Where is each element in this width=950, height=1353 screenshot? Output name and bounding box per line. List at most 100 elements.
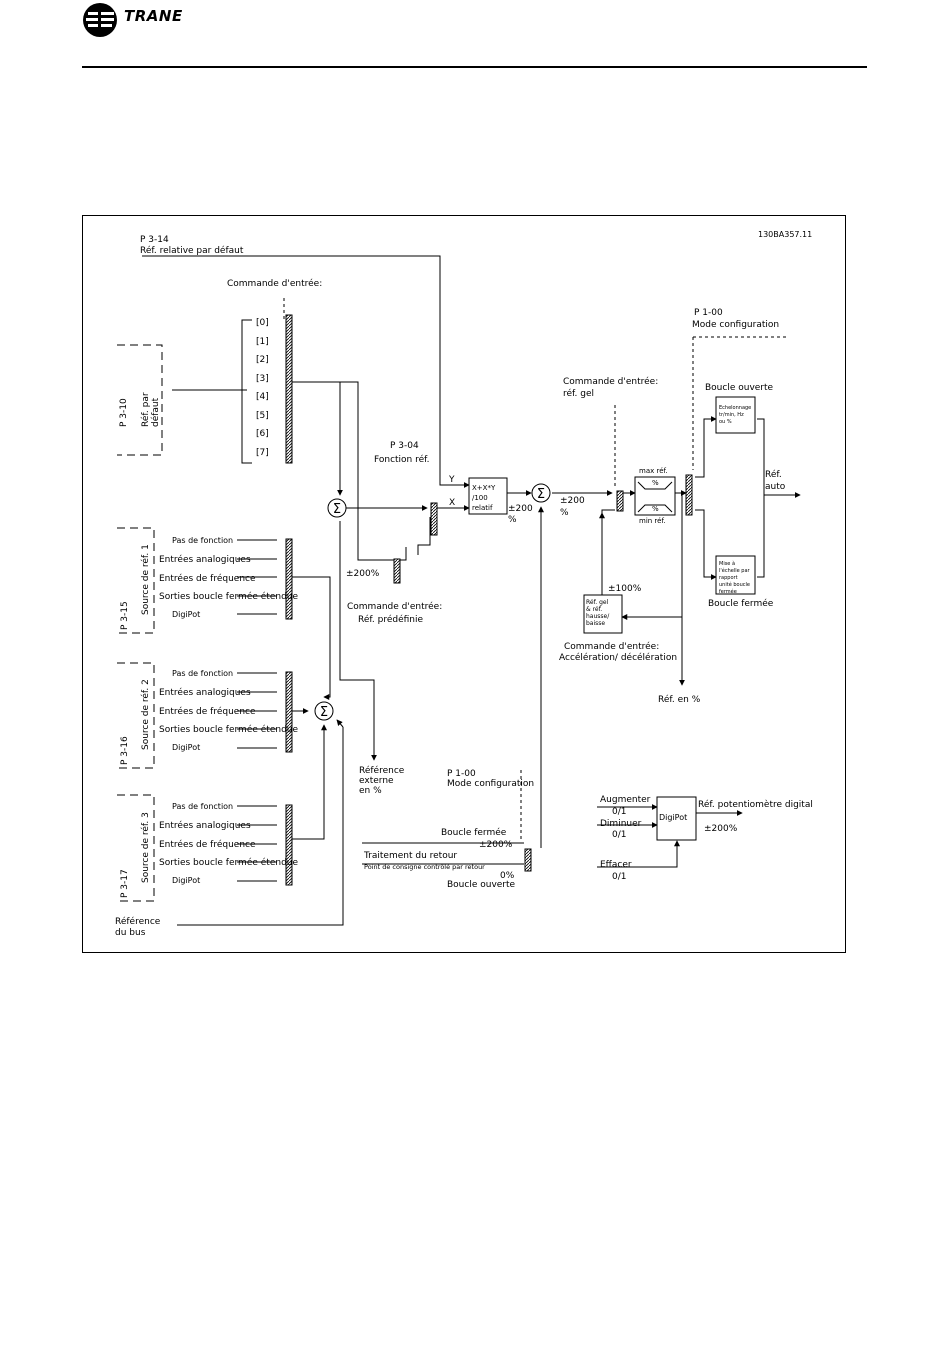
scale-closed-5: fermée	[719, 588, 737, 595]
source-1-bar	[285, 538, 293, 620]
formula-line-1: X+X*Y	[472, 484, 496, 492]
preset-1: [1]	[256, 337, 269, 347]
ext-ref-2: externe	[359, 776, 394, 786]
svg-text:Σ: Σ	[537, 487, 545, 502]
formula-line-2: /100	[472, 494, 488, 502]
freeze-box-3: hausse/	[586, 613, 610, 620]
fb-open-label: Boucle ouverte	[447, 880, 516, 890]
s2-opt-2: Entrées de fréquence	[159, 706, 256, 717]
formula-line-3: relatif	[472, 504, 493, 512]
sum-junction-3: Σ	[314, 701, 334, 721]
scale-closed-1: Mise à	[719, 560, 735, 567]
scale-closed-3: rapport	[719, 575, 738, 581]
preset-6: [6]	[256, 429, 269, 439]
scale-open-3: ou %	[719, 419, 732, 425]
s3-opt-2: Entrées de fréquence	[159, 839, 256, 850]
fb-title: Traitement du retour	[363, 851, 457, 861]
diagram-frame	[82, 215, 846, 953]
bus-ref-2: du bus	[115, 928, 146, 938]
reference-handling-diagram: Σ Σ Σ 130BA357.11 P 3-14 Réf. relative p…	[82, 215, 846, 953]
fb-sub: Point de consigne contrôlé par retour	[364, 863, 485, 871]
x-label: X	[449, 498, 455, 508]
scale-open-2: tr/min, Hz	[719, 412, 744, 418]
pm200-after-sum: ±200	[560, 496, 585, 506]
svg-text:Σ: Σ	[333, 502, 341, 517]
cmd-acc-1: Commande d'entrée:	[564, 641, 659, 652]
fb-pm200: ±200%	[479, 840, 513, 850]
mode-config-bar	[685, 474, 693, 516]
closed-loop-label: Boucle fermée	[708, 598, 774, 609]
p100-label: Mode configuration	[692, 320, 779, 330]
preset-7: [7]	[256, 448, 269, 458]
open-loop-scaling-block	[715, 396, 756, 434]
p100-code: P 1-00	[694, 308, 723, 318]
ref-function-bar	[430, 502, 438, 536]
pm200pct-preset: ±200%	[346, 569, 380, 579]
svg-text:Σ: Σ	[320, 705, 328, 720]
preset-0: [0]	[256, 318, 269, 328]
dp-down-value: 0/1	[612, 830, 626, 840]
ref-auto-1: Réf.	[765, 469, 782, 480]
digipot-block	[656, 796, 697, 841]
p314-label: Réf. relative par défaut	[140, 245, 244, 256]
source-1-label: Source de réf. 1	[140, 544, 151, 615]
p315-code: P 3-15	[120, 601, 130, 630]
relative-formula-block	[468, 477, 508, 515]
source-3-label: Source de réf. 3	[140, 812, 151, 883]
p310-label-1: Réf. par	[140, 392, 151, 427]
cmd-gel-1: Commande d'entrée:	[563, 376, 658, 387]
y-label: Y	[448, 475, 455, 485]
p100b-label: Mode configuration	[447, 779, 534, 789]
min-ref-label: min réf.	[639, 517, 666, 525]
p310-label-2: défaut	[150, 397, 161, 427]
s3-opt-4: DigiPot	[172, 876, 200, 885]
max-ref-label: max réf.	[639, 467, 668, 475]
s2-opt-0: Pas de fonction	[172, 669, 233, 678]
p310-code: P 3-10	[119, 398, 129, 427]
scale-closed-4: unité boucle	[719, 581, 750, 588]
s1-opt-1: Entrées analogiques	[159, 554, 251, 565]
cmd-gel-2: réf. gel	[563, 388, 594, 399]
p304-code: P 3-04	[390, 441, 419, 451]
s1-opt-4: DigiPot	[172, 610, 200, 619]
dp-out-label: Réf. potentiomètre digital	[698, 799, 813, 810]
figure-id: 130BA357.11	[758, 230, 812, 239]
fb-closed-label: Boucle fermée	[441, 827, 507, 838]
p316-code: P 3-16	[120, 736, 130, 765]
freeze-box-2: & réf.	[586, 606, 602, 613]
max-pct: %	[652, 479, 659, 487]
preset-ref-bar	[285, 314, 293, 464]
closed-loop-scaling-block	[715, 555, 756, 595]
trane-logo-icon	[83, 3, 117, 37]
s1-opt-3: Sorties boucle fermée étendue	[159, 591, 298, 602]
pm200-after-formula: ±200	[508, 504, 533, 514]
scale-open-1: Echelonnage	[719, 405, 751, 411]
p317-code: P 3-17	[120, 869, 130, 898]
preset-5: [5]	[256, 411, 269, 421]
dp-clear-label: Effacer	[600, 860, 632, 870]
s3-opt-0: Pas de fonction	[172, 802, 233, 811]
p314-code: P 3-14	[140, 235, 169, 245]
preset-3: [3]	[256, 374, 269, 384]
scale-closed-2: l'échelle par	[719, 567, 751, 574]
feedback-bar	[524, 848, 532, 872]
freeze-ref-block	[583, 594, 623, 634]
source-2-bar	[285, 671, 293, 753]
ref-pct-label: Réf. en %	[658, 694, 701, 705]
pct-after-formula: %	[508, 515, 517, 525]
sum-junction-1: Σ	[327, 498, 347, 518]
dp-down-label: Diminuer	[600, 819, 642, 829]
cmd-input-label: Commande d'entrée:	[227, 278, 322, 289]
preset-2: [2]	[256, 355, 269, 365]
dp-clear-value: 0/1	[612, 872, 626, 882]
sum-junction-2: Σ	[531, 483, 551, 503]
dp-up-value: 0/1	[612, 807, 626, 817]
bus-ref-1: Référence	[115, 916, 161, 927]
s2-opt-1: Entrées analogiques	[159, 687, 251, 698]
s1-opt-0: Pas de fonction	[172, 536, 233, 545]
p100b-code: P 1-00	[447, 769, 476, 779]
brand-name: TRANE	[124, 7, 183, 25]
header-divider	[82, 66, 867, 68]
source-3-bar	[285, 804, 293, 886]
s3-opt-3: Sorties boucle fermée étendue	[159, 857, 298, 868]
